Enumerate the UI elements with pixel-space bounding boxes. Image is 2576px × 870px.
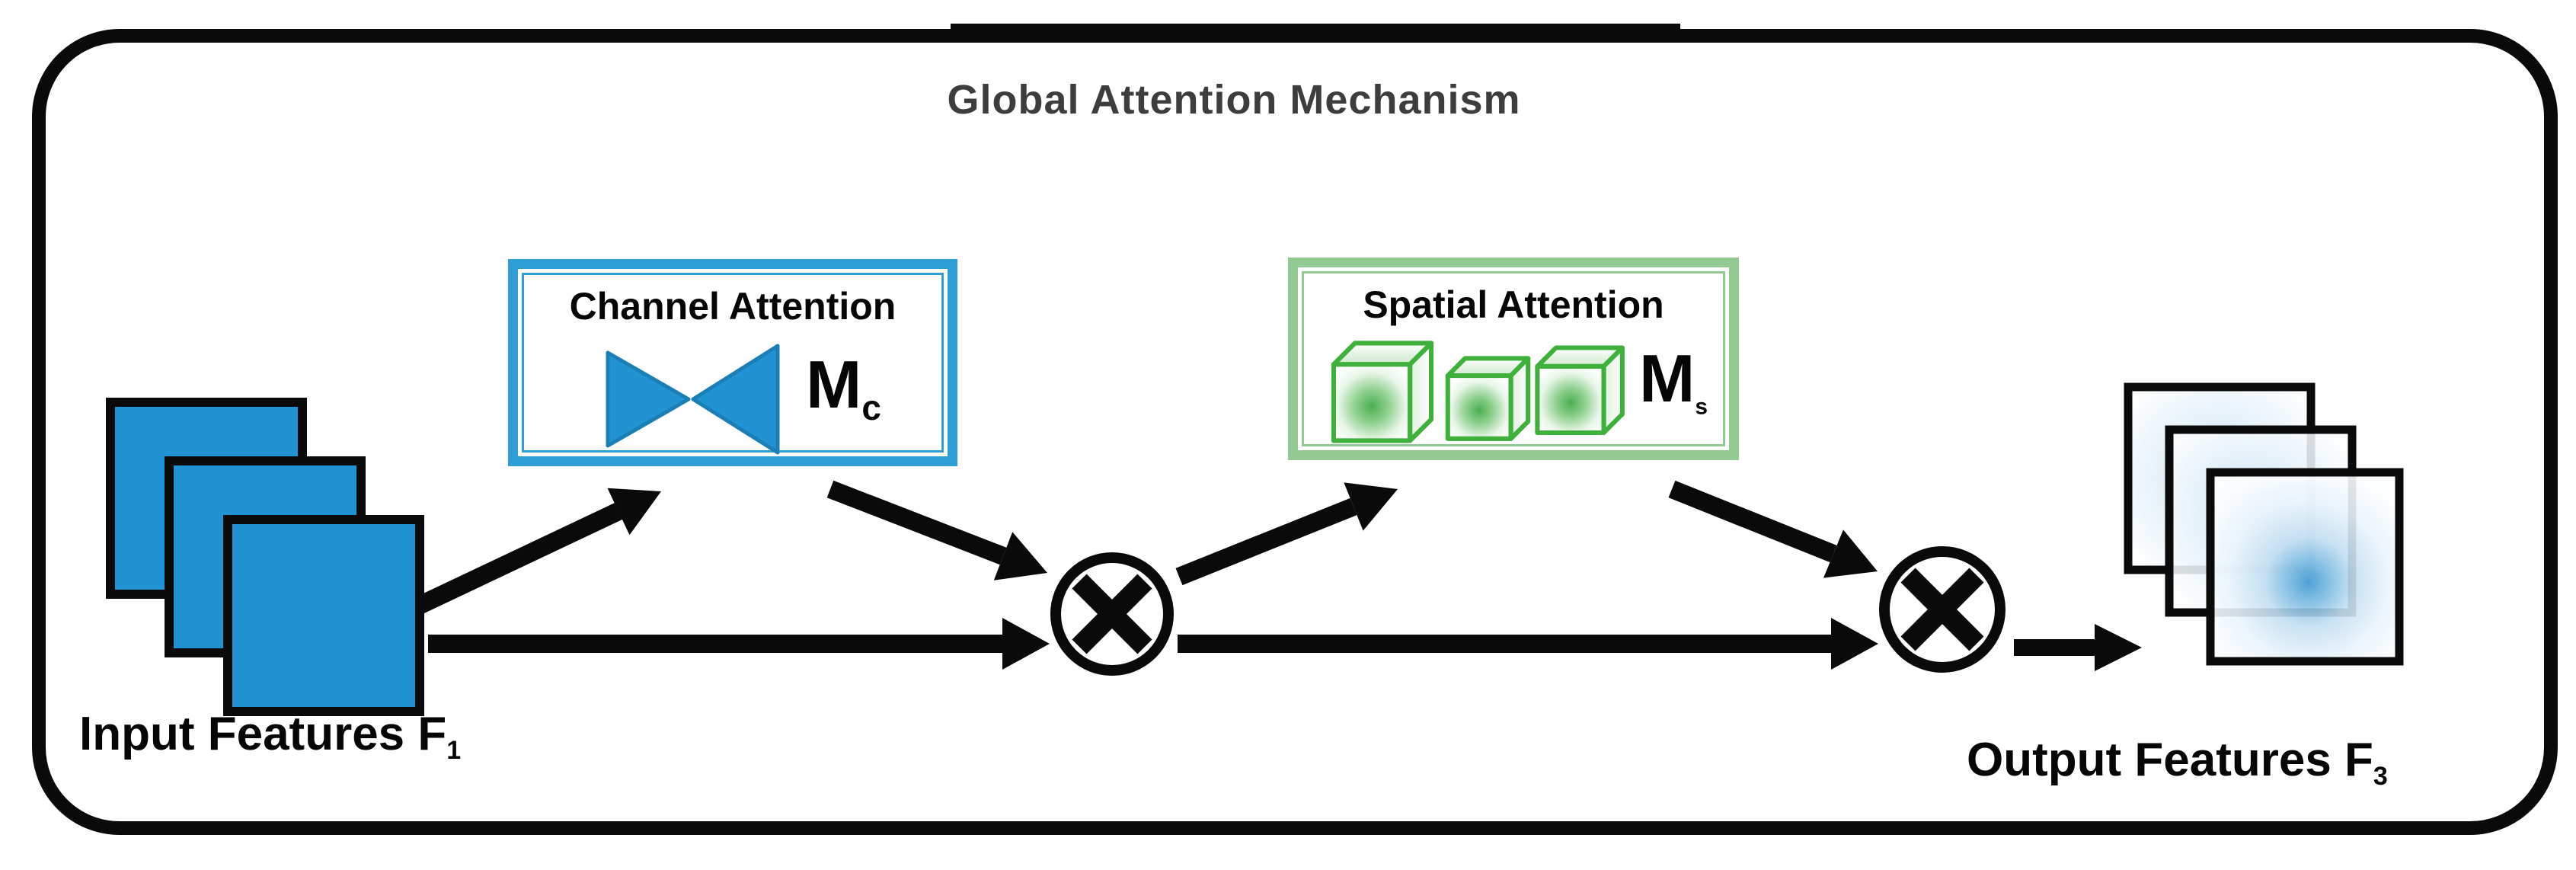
arrow-multiply-to-spatial [1175, 482, 1398, 586]
feature-cubes-icon [1331, 341, 1625, 443]
arrow-input-to-channel [414, 488, 661, 614]
top-border-tab [951, 24, 1680, 41]
arrow-spatial-to-multiply [1668, 480, 1878, 578]
diagram-title: Global Attention Mechanism [947, 77, 1521, 123]
input-feature-maps-icon [106, 398, 424, 716]
bowtie-icon [606, 344, 780, 455]
channel-attention-title: Channel Attention [569, 285, 896, 328]
output-features-label: Output Features F3 [1967, 734, 2388, 791]
arrow-input-to-multiply [428, 618, 1050, 670]
arrow-multiply-to-output [2014, 624, 2142, 671]
output-feature-maps-icon [2124, 382, 2404, 666]
spatial-attention-box: Spatial Attention Ms [1288, 257, 1739, 460]
arrow-channel-to-multiply [826, 480, 1047, 581]
outer-border [32, 29, 2558, 835]
input-features-label: Input Features F1 [79, 708, 462, 765]
channel-attention-symbol: Mc [806, 347, 881, 428]
spatial-attention-title: Spatial Attention [1363, 283, 1664, 326]
channel-attention-box: Channel Attention Mc [508, 259, 957, 466]
circled-times-icon [1879, 546, 2006, 673]
spatial-attention-symbol: Ms [1639, 341, 1708, 420]
arrow-multiply1-to-multiply2 [1178, 618, 1878, 670]
circled-times-icon [1050, 552, 1174, 676]
